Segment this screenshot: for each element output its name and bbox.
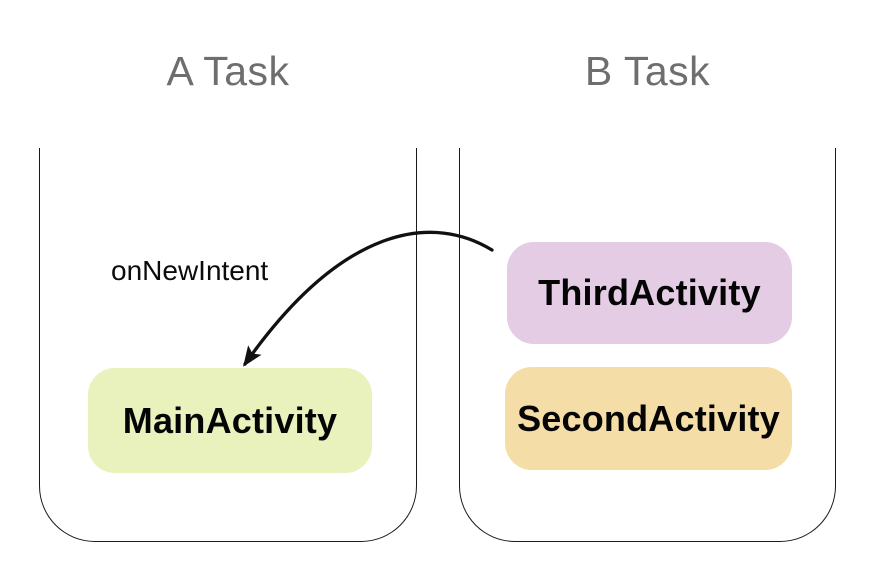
activity-label-mainactivity: MainActivity: [122, 399, 338, 441]
task-b-container: [459, 148, 836, 542]
task-a-title: A Task: [166, 48, 290, 94]
activity-label-secondactivity: SecondActivity: [517, 397, 780, 439]
activity-box-thirdactivity: ThirdActivity: [507, 242, 792, 344]
activity-label-thirdactivity: ThirdActivity: [538, 272, 761, 313]
task-a-container: [39, 148, 417, 542]
activity-box-secondactivity: SecondActivity: [505, 367, 792, 470]
task-b-title: B Task: [584, 48, 711, 94]
activity-box-mainactivity: MainActivity: [88, 368, 372, 473]
onnewintent-label: onNewIntent: [111, 255, 269, 286]
